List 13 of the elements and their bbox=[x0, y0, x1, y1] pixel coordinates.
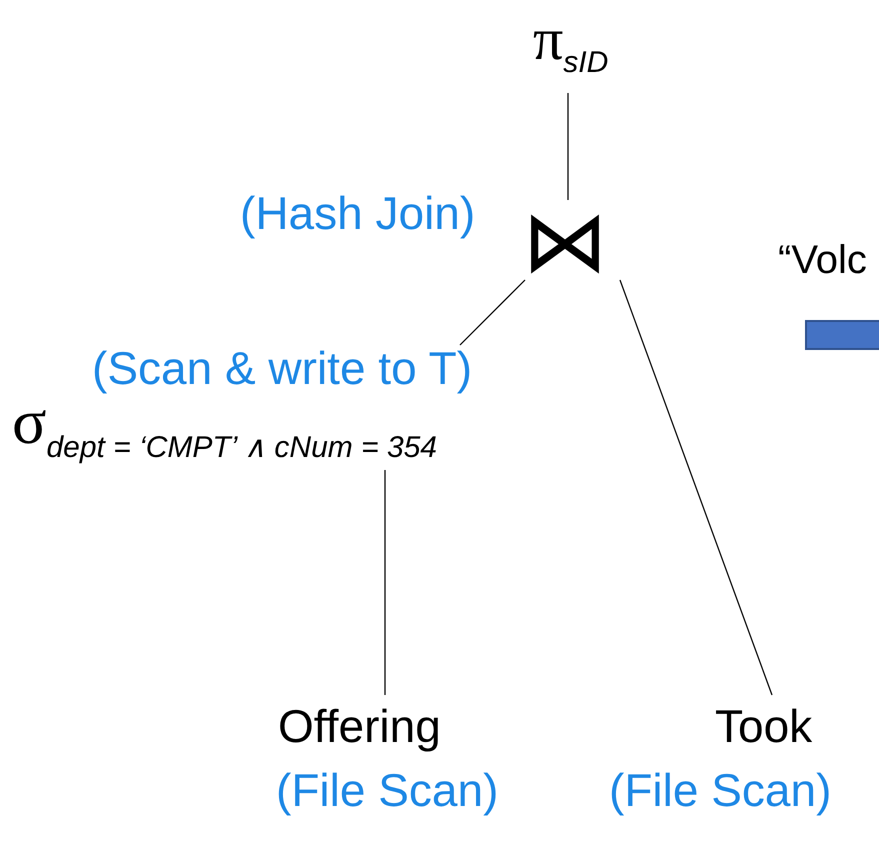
tree-edge bbox=[384, 470, 386, 695]
operator-annotation: (File Scan) bbox=[276, 763, 498, 817]
heading-text: “Volc bbox=[778, 238, 867, 283]
join-symbol: ⋈ bbox=[522, 192, 608, 292]
relation-name: Offering bbox=[278, 699, 441, 753]
tree-edge bbox=[619, 280, 773, 696]
relation-name: Took bbox=[715, 699, 812, 753]
operator-annotation: (Hash Join) bbox=[240, 186, 476, 240]
tree-edge bbox=[567, 93, 569, 200]
operator-annotation: (File Scan) bbox=[609, 763, 832, 817]
tree-edge bbox=[460, 280, 526, 346]
bar bbox=[805, 320, 879, 350]
projection-label: π$_{sID}$ bbox=[533, 5, 608, 80]
